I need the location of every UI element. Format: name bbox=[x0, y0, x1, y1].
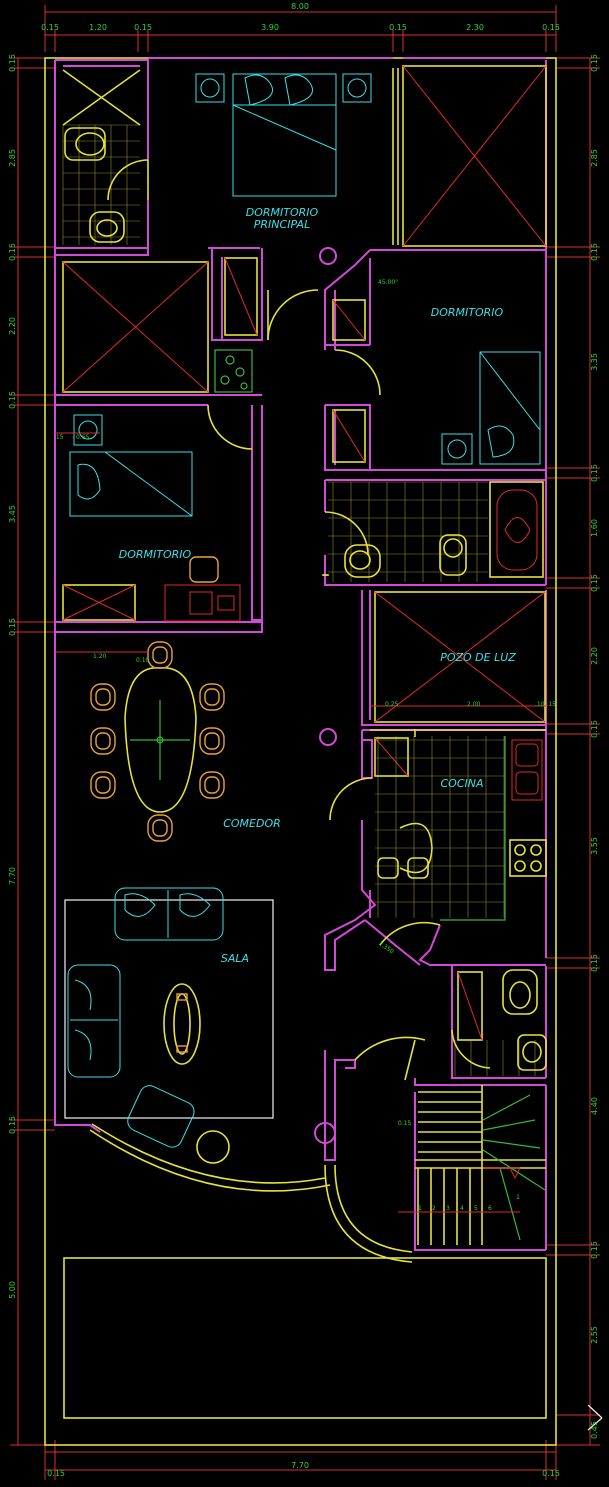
dim-pozo-c: .10 .15 bbox=[535, 701, 556, 708]
dim-right-13: 0.15 bbox=[590, 1241, 599, 1259]
stair-step-label: 3 bbox=[446, 1205, 450, 1212]
stair-step-label: 1 bbox=[418, 1205, 422, 1212]
dimension-labels: 8.00 0.15 1.20 0.15 3.90 0.15 2.30 0.15 … bbox=[8, 2, 599, 1478]
label-dormitorio-left: DORMITORIO bbox=[119, 548, 192, 561]
label-dormitorio-principal-1: DORMITORIO bbox=[246, 206, 319, 219]
dim-top-c: 0.15 bbox=[134, 23, 152, 32]
void-areas bbox=[62, 65, 547, 1041]
dim-left-10: 5.00 bbox=[8, 1281, 17, 1299]
doors bbox=[107, 159, 491, 1081]
half-bath-fixtures bbox=[502, 969, 547, 1071]
dim-total-top: 8.00 bbox=[291, 2, 309, 11]
dim-left-9: 0.15 bbox=[8, 1116, 17, 1134]
left-bed bbox=[69, 414, 193, 517]
side-table bbox=[196, 1130, 230, 1164]
bath-tile-grid bbox=[62, 124, 536, 1076]
lot-boundary bbox=[44, 57, 557, 1446]
desk bbox=[164, 584, 241, 622]
dim-right-15: 0.45 bbox=[590, 1421, 599, 1439]
dim-right-6: 1.60 bbox=[590, 519, 599, 537]
dim-pozo-b: 2.00 bbox=[467, 701, 481, 708]
kitchen-fixtures bbox=[377, 736, 547, 921]
label-dormitorio-principal-2: PRINCIPAL bbox=[254, 218, 310, 231]
label-cocina: COCINA bbox=[440, 777, 483, 790]
coffee-table bbox=[163, 983, 201, 1065]
inner-dimensions: .15 0.65 1.20 0.10 0.25 2.00 .10 .15 45.… bbox=[54, 279, 556, 1212]
dim-left-6: 3.45 bbox=[8, 505, 17, 523]
master-bed bbox=[195, 73, 372, 197]
dim-right-8: 2.20 bbox=[590, 647, 599, 665]
dim-right-7: 0.15 bbox=[590, 574, 599, 592]
dining-chair bbox=[199, 683, 225, 711]
dim-left-7: 0.15 bbox=[8, 618, 17, 636]
dim-left-1: 0.15 bbox=[8, 54, 17, 72]
dining-chair bbox=[199, 771, 225, 799]
dim-right-11: 0.15 bbox=[590, 954, 599, 972]
dim-mid-120: 1.20 bbox=[93, 653, 107, 660]
dimension-lines bbox=[10, 5, 603, 1480]
planter bbox=[214, 349, 253, 393]
master-bath-fixtures bbox=[62, 69, 141, 243]
label-pozo-de-luz: POZO DE LUZ bbox=[440, 651, 516, 664]
stair-step-label: 6 bbox=[488, 1205, 492, 1212]
dim-left-2: 2.85 bbox=[8, 149, 17, 167]
label-comedor: COMEDOR bbox=[223, 817, 281, 830]
dim-left-8: 7.70 bbox=[8, 867, 17, 885]
dim-top-f: 2.30 bbox=[466, 23, 484, 32]
dining-chair bbox=[90, 683, 116, 711]
dim-top-d: 3.90 bbox=[261, 23, 279, 32]
dim-pozo-a: 0.25 bbox=[385, 701, 399, 708]
dim-bottom-g: 0.15 bbox=[542, 1469, 560, 1478]
stair-step-first: 1 bbox=[516, 1194, 520, 1201]
dim-right-4: 3.35 bbox=[590, 353, 599, 371]
dim-top-g: 0.15 bbox=[542, 23, 560, 32]
right-bed bbox=[441, 351, 541, 465]
dining-chair bbox=[90, 727, 116, 755]
dim-right-12: 4.40 bbox=[590, 1097, 599, 1115]
dim-right-14: 2.55 bbox=[590, 1326, 599, 1344]
dim-right-5: 0.15 bbox=[590, 464, 599, 482]
stair-step-label: 4 bbox=[460, 1205, 464, 1212]
stair-step-label: 2 bbox=[432, 1205, 436, 1212]
desk-chair bbox=[189, 556, 219, 583]
dim-left-a: .15 bbox=[54, 434, 64, 441]
walls bbox=[54, 57, 547, 1251]
dim-mid-010: 0.10 bbox=[136, 657, 150, 664]
dining-chairs bbox=[90, 641, 225, 842]
living-rug bbox=[64, 899, 274, 1119]
staircase bbox=[398, 1091, 546, 1245]
dim-right-9: 0.15 bbox=[590, 720, 599, 738]
dim-top-e: 0.15 bbox=[389, 23, 407, 32]
right-bath-fixtures bbox=[344, 481, 544, 578]
dim-stair-small: 0.15 bbox=[398, 1120, 412, 1127]
dim-top-b: 1.20 bbox=[89, 23, 107, 32]
dining-chair bbox=[147, 814, 173, 842]
dim-left-3: 0.15 bbox=[8, 243, 17, 261]
dining-chair bbox=[147, 641, 173, 669]
dim-bottom-total: 7.70 bbox=[291, 1461, 309, 1470]
dim-right-2: 2.85 bbox=[590, 149, 599, 167]
dim-bottom-a: 0.15 bbox=[47, 1469, 65, 1478]
dim-right-1: 0.15 bbox=[590, 54, 599, 72]
dim-right-3: 0.15 bbox=[590, 243, 599, 261]
label-dormitorio-right: DORMITORIO bbox=[431, 306, 504, 319]
label-sala: SALA bbox=[221, 952, 249, 965]
stair-step-label: 5 bbox=[474, 1205, 478, 1212]
dining-table bbox=[124, 667, 197, 813]
sofas bbox=[67, 887, 224, 1148]
dim-top-a: 0.15 bbox=[41, 23, 59, 32]
dim-left-5: 0.15 bbox=[8, 391, 17, 409]
dim-angle: 45.00° bbox=[378, 279, 398, 286]
room-labels: DORMITORIO PRINCIPAL DORMITORIO DORMITOR… bbox=[119, 206, 516, 965]
inner-lines bbox=[62, 65, 547, 1263]
columns bbox=[314, 247, 337, 1144]
dim-left-b: 0.65 bbox=[76, 434, 90, 441]
kitchen-tile-grid bbox=[375, 736, 505, 918]
dining-chair bbox=[90, 771, 116, 799]
tub bbox=[496, 489, 538, 571]
dim-left-4: 2.20 bbox=[8, 317, 17, 335]
dining-chair bbox=[199, 727, 225, 755]
dim-right-10: 3.55 bbox=[590, 837, 599, 855]
